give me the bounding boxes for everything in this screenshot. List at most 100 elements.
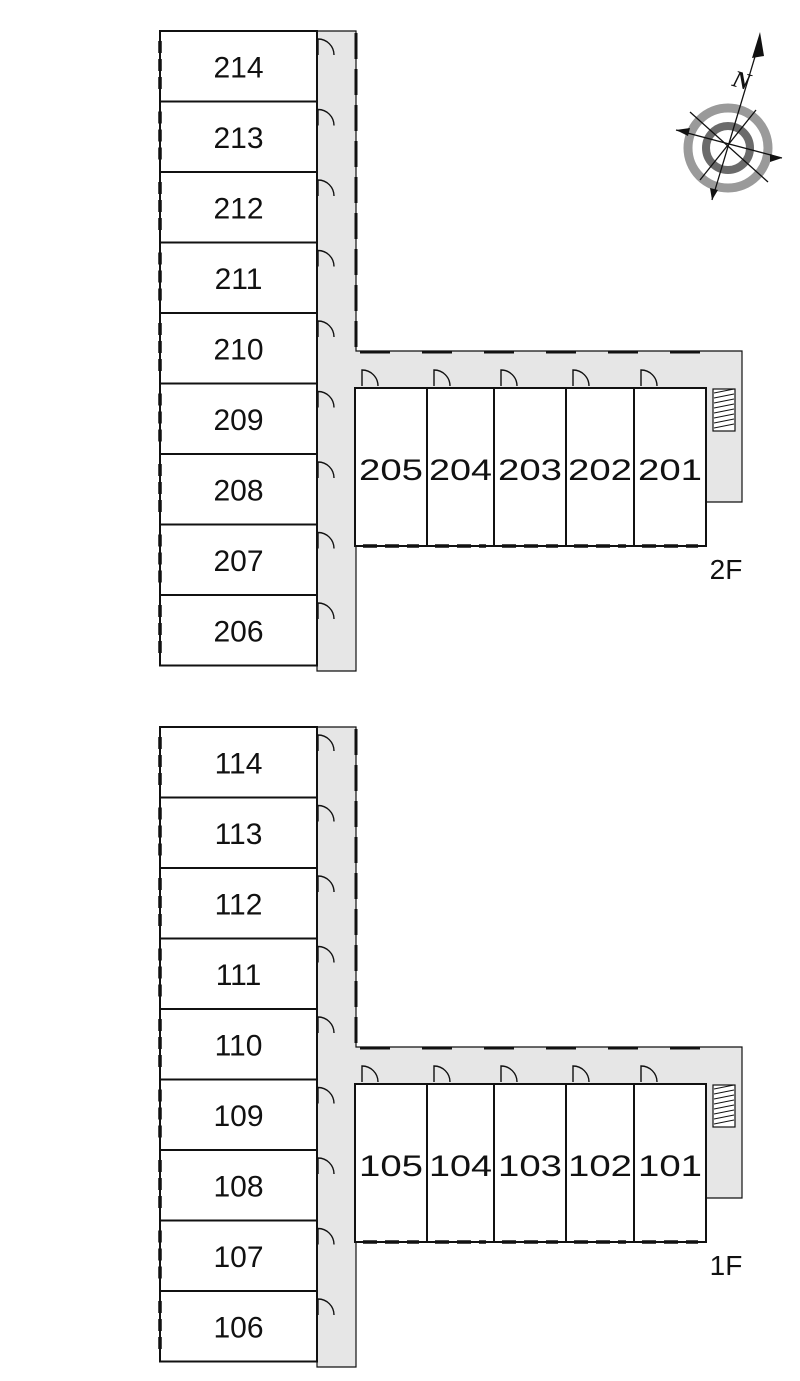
room-outline — [565, 1083, 635, 1243]
room-110: 110 — [158, 1008, 335, 1081]
room-209: 209 — [158, 382, 335, 455]
room-212: 212 — [158, 171, 335, 244]
room-106: 106 — [158, 1290, 335, 1363]
door-icon — [317, 875, 335, 893]
room-number: 102 — [568, 1150, 632, 1183]
room-outline — [354, 1083, 428, 1243]
door-icon — [317, 390, 335, 408]
door-icon — [317, 320, 335, 338]
room-210: 210 — [158, 312, 335, 385]
door-icon — [317, 461, 335, 479]
stairs-icon — [712, 1084, 736, 1128]
room-number: 211 — [215, 263, 263, 296]
room-203: 203 — [493, 369, 567, 548]
room-number: 114 — [215, 747, 263, 780]
room-number: 105 — [359, 1150, 423, 1183]
room-outline — [159, 382, 318, 455]
room-number: 213 — [213, 122, 263, 155]
room-number: 107 — [213, 1241, 263, 1274]
room-number: 111 — [216, 959, 262, 992]
room-outline — [159, 1008, 318, 1081]
door-icon — [640, 369, 658, 387]
door-icon — [361, 1065, 379, 1083]
room-211: 211 — [158, 241, 335, 314]
room-102: 102 — [565, 1065, 635, 1244]
room-number: 106 — [213, 1311, 263, 1344]
door-icon — [500, 369, 518, 387]
door-icon — [317, 1227, 335, 1245]
room-208: 208 — [158, 453, 335, 526]
door-icon — [317, 108, 335, 126]
door-icon — [317, 734, 335, 752]
room-205: 205 — [354, 369, 428, 548]
room-number: 202 — [568, 454, 632, 487]
room-outline — [159, 1219, 318, 1292]
door-icon — [317, 804, 335, 822]
room-213: 213 — [158, 100, 335, 173]
room-outline — [159, 241, 318, 314]
room-109: 109 — [158, 1078, 335, 1151]
room-114: 114 — [158, 726, 335, 799]
room-outline — [565, 387, 635, 547]
door-icon — [433, 369, 451, 387]
door-icon — [317, 249, 335, 267]
floor-label: 1F — [710, 1250, 743, 1281]
room-202: 202 — [565, 369, 635, 548]
room-outline — [354, 387, 428, 547]
room-number: 207 — [213, 545, 263, 578]
door-icon — [572, 1065, 590, 1083]
room-outline — [159, 1149, 318, 1222]
door-icon — [317, 38, 335, 56]
room-number: 112 — [215, 888, 263, 921]
room-number: 108 — [213, 1170, 263, 1203]
floor-label: 2F — [710, 554, 743, 585]
room-108: 108 — [158, 1149, 335, 1222]
door-icon — [317, 1016, 335, 1034]
north-label: N — [728, 66, 754, 97]
room-number: 109 — [213, 1100, 263, 1133]
room-number: 201 — [638, 454, 702, 487]
room-number: 101 — [638, 1150, 702, 1183]
room-107: 107 — [158, 1219, 335, 1292]
room-number: 212 — [213, 192, 263, 225]
door-icon — [317, 1157, 335, 1175]
room-outline — [159, 453, 318, 526]
room-206: 206 — [158, 594, 335, 667]
room-outline — [426, 1083, 495, 1243]
door-icon — [317, 945, 335, 963]
door-icon — [361, 369, 379, 387]
room-outline — [159, 867, 318, 940]
stairs-icon — [712, 388, 736, 432]
room-number: 209 — [213, 404, 263, 437]
room-outline — [159, 796, 318, 869]
room-101: 101 — [633, 1065, 707, 1244]
room-number: 103 — [498, 1150, 562, 1183]
room-112: 112 — [158, 867, 335, 940]
room-outline — [493, 1083, 567, 1243]
room-204: 204 — [426, 369, 495, 548]
room-number: 104 — [429, 1150, 492, 1183]
room-number: 203 — [498, 454, 562, 487]
room-number: 204 — [429, 454, 492, 487]
door-icon — [433, 1065, 451, 1083]
door-icon — [317, 1086, 335, 1104]
door-icon — [317, 531, 335, 549]
room-number: 208 — [213, 474, 263, 507]
room-outline — [159, 726, 318, 799]
room-105: 105 — [354, 1065, 428, 1244]
room-outline — [633, 1083, 707, 1243]
room-207: 207 — [158, 523, 335, 596]
room-number: 210 — [213, 333, 263, 366]
room-104: 104 — [426, 1065, 495, 1244]
room-outline — [159, 594, 318, 667]
door-icon — [317, 1298, 335, 1316]
room-number: 206 — [213, 615, 263, 648]
room-214: 214 — [158, 30, 335, 103]
door-icon — [317, 602, 335, 620]
room-outline — [159, 1290, 318, 1363]
room-outline — [159, 523, 318, 596]
room-outline — [633, 387, 707, 547]
